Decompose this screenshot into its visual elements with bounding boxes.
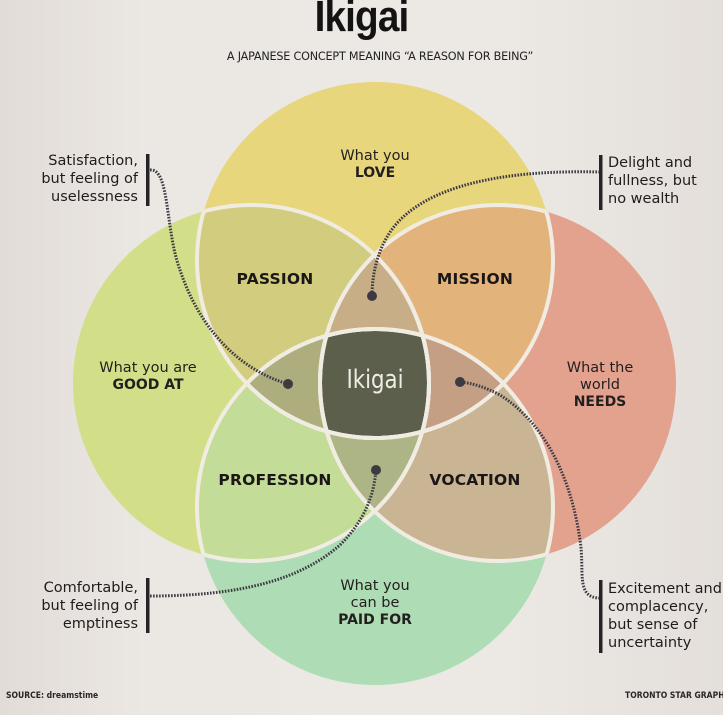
- dot-right-lens: [455, 377, 465, 387]
- footer-credit: TORONTO STAR GRAPHIC: [625, 691, 723, 701]
- annotation-line: Excitement and: [608, 581, 722, 597]
- label-paid-for: What you can be PAID FOR: [300, 578, 450, 629]
- annotation-line: complacency,: [608, 599, 709, 615]
- label-ikigai-center: Ikigai: [346, 365, 404, 395]
- connector-bottom-right: [459, 380, 601, 600]
- label-vocation: VOCATION: [429, 471, 521, 489]
- annotation-line: emptiness: [62, 616, 138, 632]
- label-mission: MISSION: [436, 270, 514, 288]
- footer-source: SOURCE: dreamstime: [6, 691, 99, 701]
- annotation-line: uncertainty: [608, 635, 692, 651]
- region-bottom-lens: [320, 329, 429, 561]
- bar-top-right: [599, 155, 603, 210]
- annotation-top-right: Delight and fullness, but no wealth: [608, 154, 723, 208]
- dot-top-lens: [367, 291, 377, 301]
- bar-bottom-right: [599, 580, 603, 653]
- label-world-needs-line1: What the: [566, 360, 634, 376]
- label-love: What you LOVE: [300, 148, 450, 182]
- bar-bottom-left: [146, 578, 150, 633]
- label-good-at-emphasis: GOOD AT: [112, 377, 184, 393]
- annotation-line: fullness, but: [608, 173, 697, 189]
- label-paid-for-line1: What you: [340, 578, 410, 594]
- circle-outlines: [195, 203, 555, 563]
- label-world-needs: What the world NEEDS: [540, 360, 660, 411]
- annotation-bottom-left: Comfortable, but feeling of emptiness: [10, 579, 138, 633]
- annotation-line: but sense of: [608, 617, 698, 633]
- connector-top-right: [370, 170, 601, 297]
- bar-top-left: [146, 154, 150, 206]
- annotation-bottom-right: Excitement and complacency, but sense of…: [608, 580, 723, 652]
- annotation-line: Delight and: [608, 155, 693, 171]
- label-paid-for-emphasis: PAID FOR: [338, 612, 412, 628]
- label-good-at: What you are GOOD AT: [78, 360, 218, 394]
- annotation-line: but feeling of: [41, 598, 138, 614]
- label-love-line1: What you: [340, 148, 410, 164]
- annotation-bars: [146, 154, 603, 653]
- label-good-at-line1: What you are: [99, 360, 197, 376]
- page-title: Ikigai: [314, 0, 410, 41]
- region-left-lens: [197, 329, 429, 438]
- dot-left-lens: [283, 379, 293, 389]
- annotation-top-left: Satisfaction, but feeling of uselessness: [10, 152, 138, 206]
- connectors: [149, 168, 601, 600]
- label-profession: PROFESSION: [218, 471, 332, 489]
- region-right-lens: [320, 329, 553, 438]
- label-paid-for-line2: can be: [350, 595, 400, 611]
- annotation-line: uselessness: [51, 189, 138, 205]
- connector-top-left: [149, 168, 289, 386]
- annotation-line: no wealth: [608, 191, 680, 207]
- connector-dots: [283, 291, 465, 475]
- annotation-line: Comfortable,: [43, 580, 138, 596]
- annotation-line: but feeling of: [41, 171, 138, 187]
- label-passion: PASSION: [236, 270, 314, 288]
- label-world-needs-line2: world: [580, 377, 620, 393]
- connector-bottom-left: [149, 469, 378, 598]
- dot-bottom-lens: [371, 465, 381, 475]
- annotation-line: Satisfaction,: [48, 153, 138, 169]
- label-world-needs-emphasis: NEEDS: [573, 394, 627, 410]
- label-love-emphasis: LOVE: [354, 165, 396, 181]
- region-top-lens: [320, 205, 429, 438]
- page-subtitle: A JAPANESE CONCEPT MEANING “A REASON FOR…: [226, 50, 534, 63]
